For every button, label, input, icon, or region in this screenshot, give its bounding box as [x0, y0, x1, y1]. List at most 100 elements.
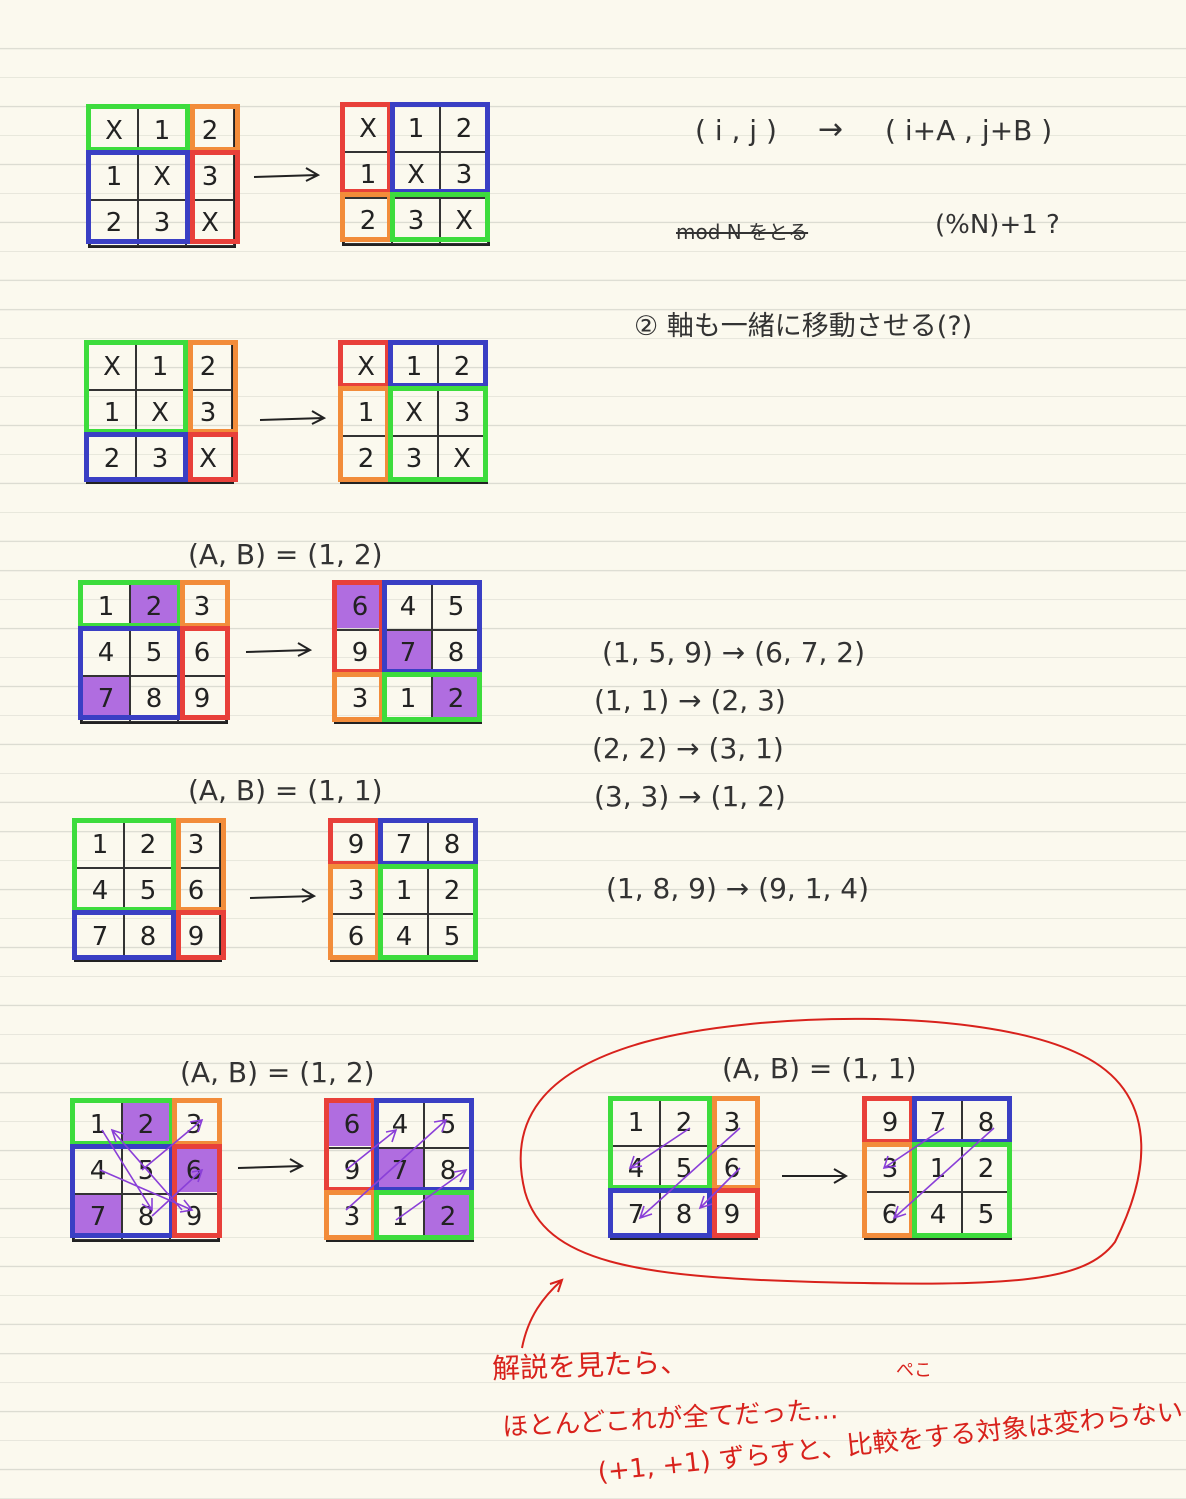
cell: 4	[76, 868, 124, 914]
cell: 5	[130, 630, 178, 676]
grid-2-after: X 1 2 1 X 3 2 3 X	[340, 342, 488, 484]
mapping-line: (1, 5, 9) → (6, 7, 2)	[602, 636, 866, 669]
formula-arrow: →	[818, 112, 844, 147]
cell: 7	[76, 914, 124, 960]
cell: X	[344, 106, 392, 152]
cell: 2	[130, 584, 178, 630]
cell: 1	[138, 108, 186, 154]
cell: 6	[336, 584, 384, 630]
mapping-line: (1, 8, 9) → (9, 1, 4)	[606, 872, 870, 905]
cell: 3	[336, 676, 384, 722]
purple-shade	[122, 1102, 170, 1146]
grid-3-after: 6 4 5 9 7 8 3 1 2	[334, 582, 482, 724]
purple-shade	[336, 584, 384, 628]
cell: 1	[136, 344, 184, 390]
cell: X	[138, 154, 186, 200]
cell: 6	[332, 914, 380, 960]
formula-right: ( i+A , j+B )	[885, 114, 1053, 147]
cell: 9	[172, 914, 220, 960]
axis-question-note: ② 軸も一緒に移動させる(?)	[634, 311, 973, 342]
red-pointer-arrow	[521, 1278, 564, 1349]
arrow-icon	[237, 1158, 305, 1173]
mod-struck-text: mod N をとる	[676, 220, 809, 244]
cell: X	[136, 390, 184, 436]
cell: 4	[384, 584, 432, 630]
cell: 1	[76, 822, 124, 868]
purple-shade	[328, 1102, 376, 1146]
arrow-icon	[782, 1168, 848, 1184]
purple-shade	[384, 630, 432, 674]
cell: 2	[88, 436, 136, 482]
grid-4-after: 9 7 8 3 1 2 6 4 5	[330, 820, 478, 962]
formula-left: ( i , j )	[695, 114, 777, 147]
cell: 3	[138, 200, 186, 246]
grid-1-after: X 1 2 1 X 3 2 3 X	[342, 104, 490, 246]
comment-line-1: 解説を見たら、	[491, 1345, 689, 1386]
ab-label: (A, B) = (1, 1)	[722, 1052, 917, 1085]
ab-label: (A, B) = (1, 1)	[188, 774, 383, 807]
cell: X	[390, 390, 438, 436]
cell: 2	[428, 868, 476, 914]
cell: 7	[82, 676, 130, 722]
cell: 3	[136, 436, 184, 482]
move-arrows	[99, 1118, 204, 1217]
cell: 3	[186, 154, 234, 200]
cell: 2	[342, 436, 390, 482]
cell: 2	[432, 676, 480, 722]
cell: 2	[184, 344, 232, 390]
cell: X	[90, 108, 138, 154]
arrow-icon	[249, 888, 317, 903]
cell: 3	[440, 152, 488, 198]
cell: X	[184, 436, 232, 482]
cell: 2	[344, 198, 392, 244]
cell: 7	[380, 822, 428, 868]
cell: 7	[384, 630, 432, 676]
cell: 5	[432, 584, 480, 630]
mod-alt-text: (%N)+1 ?	[935, 210, 1060, 240]
cell: 2	[90, 200, 138, 246]
cell: 9	[336, 630, 384, 676]
purple-shade	[170, 1148, 218, 1192]
cell: 2	[438, 344, 486, 390]
cell: 6	[172, 868, 220, 914]
cell: X	[88, 344, 136, 390]
comment-mark: ぺこ	[896, 1360, 932, 1381]
cell: 2	[440, 106, 488, 152]
arrow-icon	[253, 167, 321, 182]
grid-2-before: X 1 2 1 X 3 2 3 X	[86, 342, 234, 484]
cell: X	[392, 152, 440, 198]
ab-label: (A, B) = (1, 2)	[188, 538, 383, 571]
purple-shade	[82, 676, 130, 720]
cell: 3	[438, 390, 486, 436]
cell: 3	[392, 198, 440, 244]
cell: 9	[178, 676, 226, 722]
cell: X	[440, 198, 488, 244]
cell: 8	[432, 630, 480, 676]
arrow-icon	[245, 642, 313, 657]
arrow-icon	[259, 410, 327, 425]
cell: 1	[380, 868, 428, 914]
move-arrows	[345, 1118, 468, 1221]
cell: X	[342, 344, 390, 390]
cell: 3	[184, 390, 232, 436]
cell: 6	[178, 630, 226, 676]
cell: 1	[82, 584, 130, 630]
mapping-line: (1, 1) → (2, 3)	[594, 684, 786, 717]
cell: 1	[392, 106, 440, 152]
ab-label: (A, B) = (1, 2)	[180, 1056, 375, 1089]
cell: X	[186, 200, 234, 246]
move-arrows	[628, 1127, 741, 1220]
cell: 1	[344, 152, 392, 198]
grid-4-before: 1 2 3 4 5 6 7 8 9	[74, 820, 222, 962]
cell: 5	[428, 914, 476, 960]
cell: 3	[178, 584, 226, 630]
purple-shade	[74, 1194, 122, 1238]
purple-shade	[130, 584, 178, 628]
cell: 8	[428, 822, 476, 868]
cell: 1	[390, 344, 438, 390]
cell: 3	[390, 436, 438, 482]
cell: 5	[124, 868, 172, 914]
cell: 9	[332, 822, 380, 868]
cell: 3	[332, 868, 380, 914]
cell: 1	[342, 390, 390, 436]
